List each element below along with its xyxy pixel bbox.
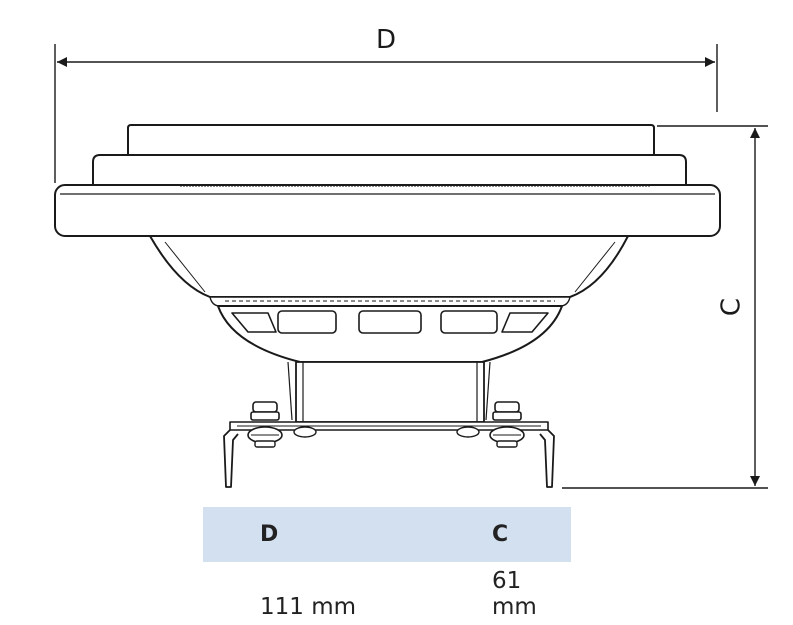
header-d: D	[203, 507, 435, 562]
lamp-outline	[54, 124, 721, 488]
rivet-left	[293, 426, 317, 438]
terminal-screw-left	[247, 401, 283, 448]
table-row: 111 mm 61 mm	[203, 562, 571, 620]
contact-pin-left	[223, 429, 239, 488]
vent-slot-3	[358, 310, 422, 334]
value-c: 61 mm	[492, 568, 537, 620]
rivet-right	[456, 426, 480, 438]
reflector-main-rim	[54, 184, 721, 237]
dimension-lines	[54, 44, 768, 489]
bowl-inner-curve-right	[574, 241, 616, 293]
header-c: C	[435, 507, 571, 562]
table-header-row: D C	[203, 507, 571, 562]
reflector-bowl	[149, 235, 629, 298]
lamp-dimension-drawing: D C	[54, 25, 768, 489]
neck-side-left	[287, 361, 293, 421]
c-dimension-label: C	[717, 298, 747, 316]
front-glass-rim	[127, 124, 655, 157]
bowl-inner-curve-left	[164, 241, 206, 293]
lamp-neck	[295, 361, 485, 423]
neck-side-right	[485, 361, 491, 421]
dimension-table: D C 111 mm 61 mm	[203, 507, 571, 620]
value-d: 111 mm	[260, 594, 357, 620]
reflector-second-tier	[92, 154, 687, 186]
vent-slot-5	[501, 312, 549, 333]
vent-slot-2	[277, 310, 337, 334]
terminal-screw-right	[489, 401, 525, 448]
d-dimension-label: D	[376, 25, 396, 55]
vent-slot-4	[440, 310, 498, 334]
vent-slot-1	[231, 312, 277, 333]
contact-pin-right	[539, 429, 555, 488]
